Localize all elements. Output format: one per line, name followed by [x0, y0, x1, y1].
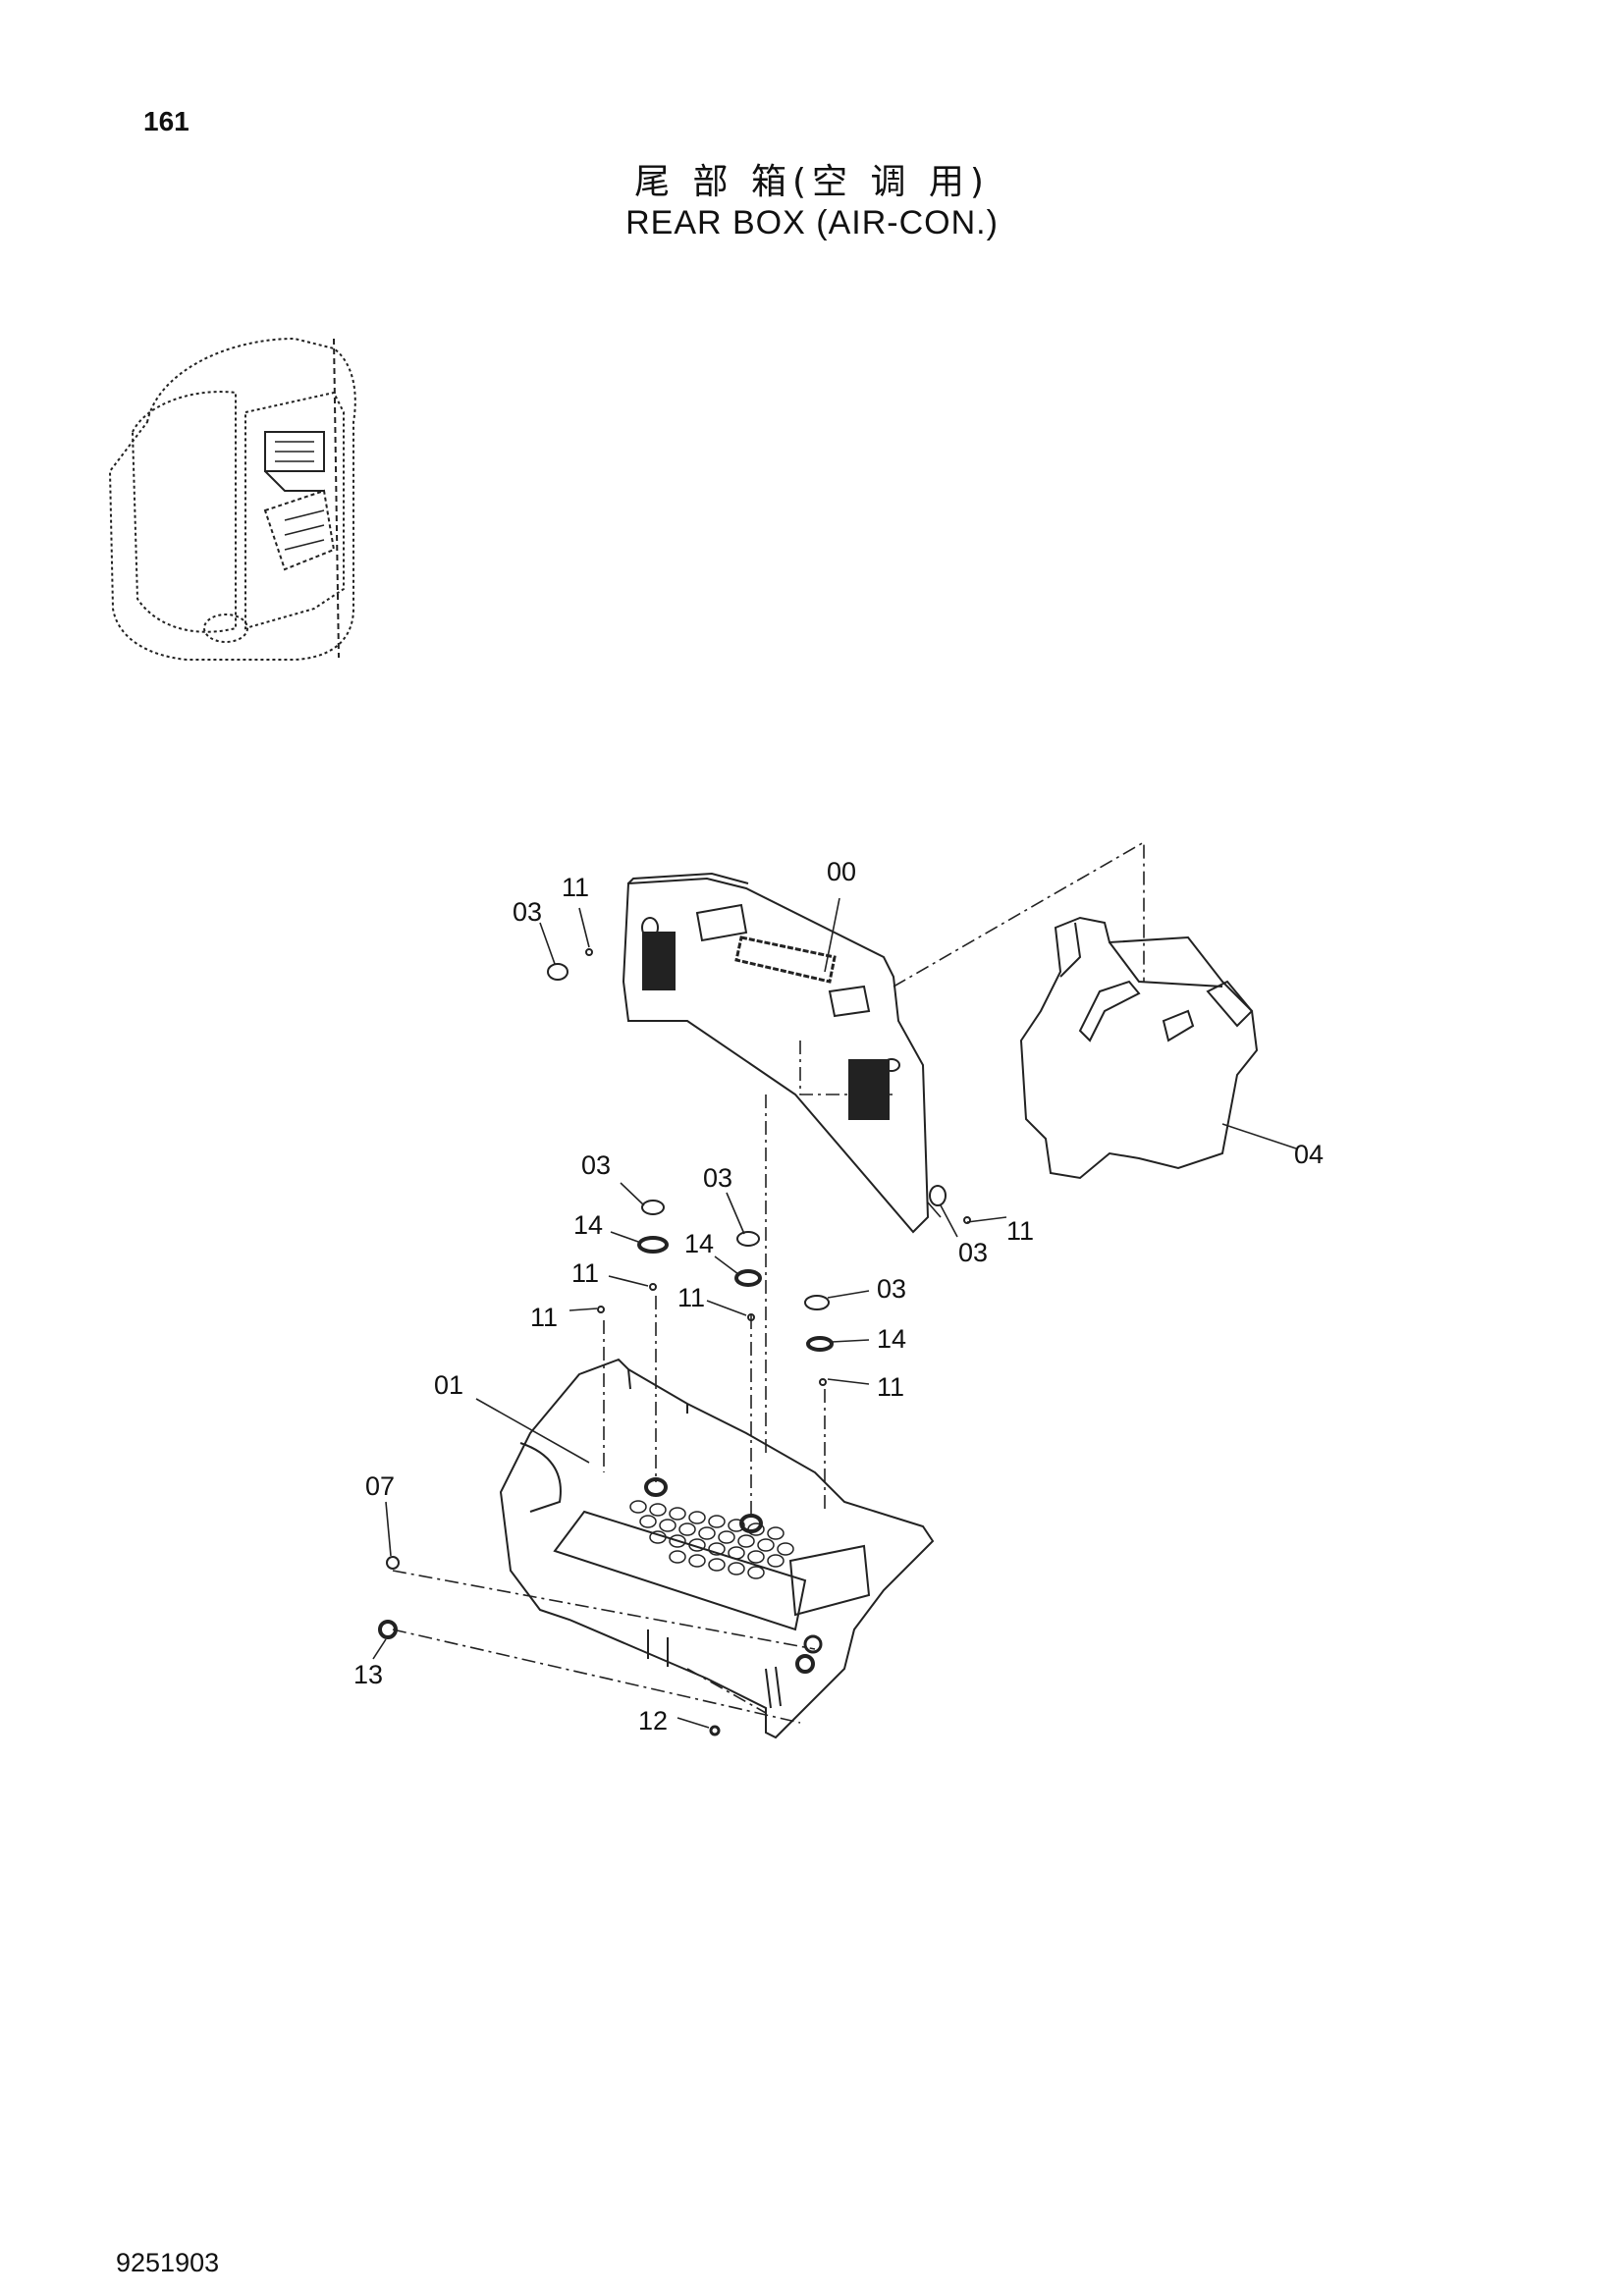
- callout-03: 03: [958, 1238, 988, 1267]
- callout-12: 12: [638, 1706, 668, 1735]
- callout-11: 11: [1006, 1216, 1034, 1246]
- callout-11: 11: [877, 1372, 904, 1402]
- title-english: REAR BOX (AIR-CON.): [625, 204, 999, 241]
- callout-03: 03: [513, 897, 542, 927]
- callout-11: 11: [571, 1258, 599, 1288]
- document-code: 9251903: [116, 2248, 220, 2277]
- callout-11: 11: [677, 1283, 705, 1312]
- callout-03: 03: [581, 1150, 611, 1180]
- callout-14: 14: [684, 1229, 714, 1258]
- hardware-parts: [378, 948, 971, 1736]
- cab-overview-box-detail: [263, 431, 336, 571]
- cab-overview-illustration: [108, 337, 356, 661]
- callout-labels: 03 11 00 04 03 03 14 14 11 11 11 03 11 0…: [353, 857, 1324, 1735]
- callout-03: 03: [877, 1274, 906, 1304]
- part-04-bracket: [1019, 916, 1259, 1180]
- callout-11: 11: [562, 873, 589, 902]
- leader-lines: [372, 897, 1297, 1729]
- callout-00: 00: [827, 857, 856, 886]
- title-chinese: 尾 部 箱(空 调 用): [634, 162, 990, 202]
- callout-01: 01: [434, 1370, 463, 1400]
- callout-14: 14: [573, 1210, 603, 1240]
- part-01-lower-box: [499, 1358, 935, 1739]
- callout-14: 14: [877, 1324, 906, 1354]
- part-00-upper-panel: [622, 872, 930, 1234]
- callout-03: 03: [703, 1163, 732, 1193]
- callout-07: 07: [365, 1471, 395, 1501]
- callout-13: 13: [353, 1660, 383, 1689]
- callout-11: 11: [530, 1303, 558, 1332]
- assembly-lines: [392, 840, 1145, 1724]
- part-01-perforations: [629, 1477, 794, 1579]
- callout-04: 04: [1294, 1140, 1324, 1169]
- page-number: 161: [143, 106, 189, 136]
